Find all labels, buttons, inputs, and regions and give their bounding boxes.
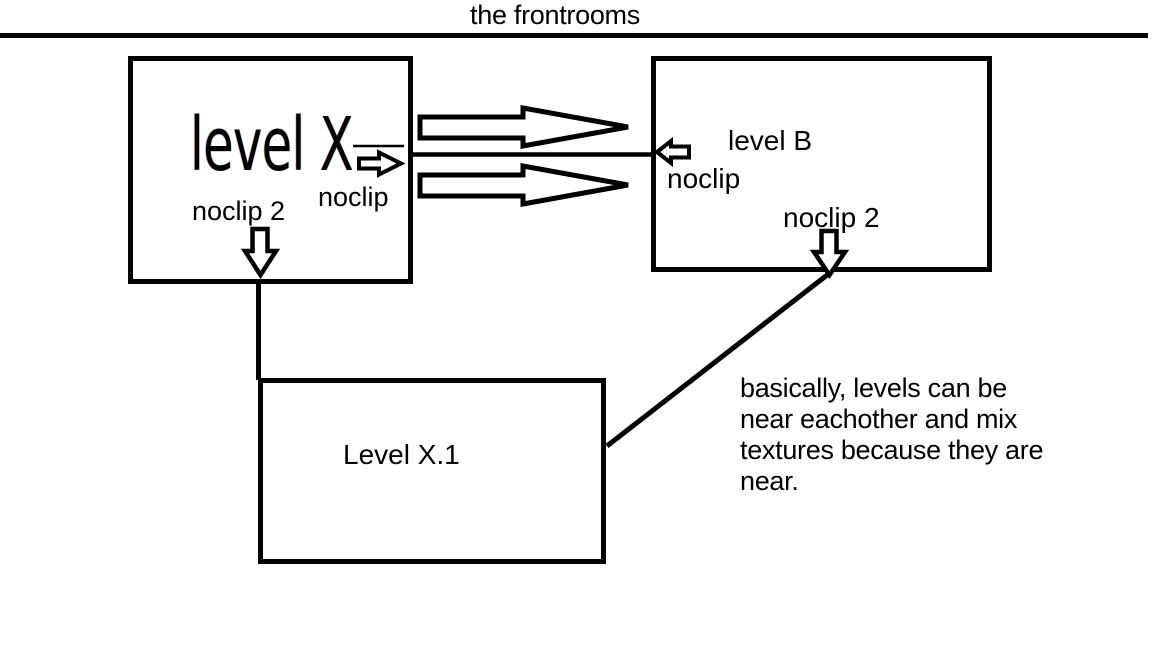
connector-x1-to-level-b: [605, 270, 833, 448]
box-level-x1: [258, 378, 606, 564]
annotation-line-2: near eachother and mix: [740, 404, 1018, 435]
annotation-line-3: textures because they are: [740, 435, 1044, 466]
level-b-noclip2-label: noclip 2: [783, 202, 880, 233]
box-level-x: [128, 56, 413, 284]
connector-level-x-to-x1: [256, 282, 261, 380]
level-x-exit-arrow-icon: [357, 149, 406, 178]
annotation-text: basically, levels can be near eachother …: [740, 373, 1043, 497]
level-x-label: level X: [190, 102, 354, 188]
diagram-title: the frontrooms: [470, 0, 640, 30]
level-b-noclip-label: noclip: [667, 163, 741, 194]
level-x-down-arrow-icon: [240, 226, 281, 280]
noclip-right-arrow-bottom-icon: [417, 163, 629, 207]
annotation-line-4: near.: [740, 466, 799, 497]
box-level-b: [651, 56, 992, 272]
annotation-line-1: basically, levels can be: [740, 373, 1007, 403]
level-b-down-arrow-icon: [809, 228, 850, 280]
level-x1-label: Level X.1: [343, 439, 460, 470]
title-rule: [0, 33, 1148, 38]
level-x-noclip2-label: noclip 2: [192, 196, 286, 226]
noclip-right-arrow-top-icon: [417, 105, 629, 149]
level-b-entry-arrow-icon: [653, 136, 691, 168]
level-b-label: level B: [728, 125, 813, 156]
level-x-noclip-label: noclip: [318, 182, 389, 212]
